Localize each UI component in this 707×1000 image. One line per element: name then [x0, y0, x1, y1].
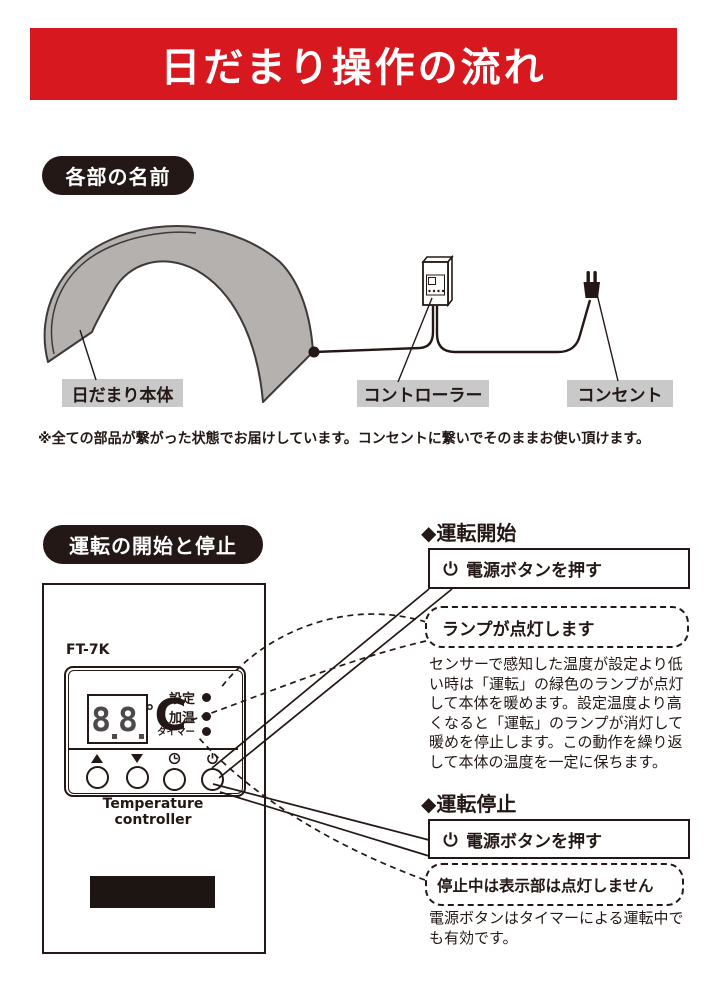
panel-divider [68, 748, 238, 750]
wire-controller-to-plug [435, 299, 592, 354]
label-heater-body: 日だまり本体 [62, 379, 183, 407]
led-label-timer: タイマー [156, 727, 195, 738]
stop-step-box: 電源ボタンを押す [428, 819, 690, 859]
down-button[interactable] [124, 754, 150, 789]
start-step-text: 電源ボタンを押す [466, 561, 602, 581]
wire-body-to-controller [313, 306, 435, 354]
start-lamp-text: ランプが点灯します [442, 619, 595, 640]
power-icon [443, 831, 458, 847]
start-description: センサーで感知した温度が設定より低い時は「運転」の緑色のランプが点灯して本体を暖… [429, 655, 684, 771]
stop-note-text: 停止中は表示部は点灯しません [437, 876, 654, 895]
display-digit-right: 8 [118, 699, 138, 739]
power-icon [206, 752, 218, 765]
heat-led-icon [202, 712, 211, 721]
power-button[interactable] [199, 752, 225, 791]
timer-clock-icon [168, 752, 180, 765]
power-icon [443, 561, 458, 576]
set-led-icon [202, 693, 211, 702]
section-heading-operation-label: 運転の開始と停止 [69, 534, 237, 558]
heater-body-rim-line [50, 231, 197, 355]
section-heading-parts-label: 各部の名前 [65, 165, 171, 189]
stop-description: 電源ボタンはタイマーによる運転中でも有効です。 [429, 909, 684, 947]
up-arrow-icon [91, 754, 103, 763]
temperature-display: 8 8 [87, 694, 148, 744]
down-arrow-icon [131, 754, 143, 763]
controller-sticker [90, 876, 215, 908]
start-heading: ◆運転開始 [421, 521, 517, 545]
controller-panel: 8 8 ° C 設定 加温 タイマー [64, 666, 246, 797]
start-step-box: 電源ボタンを押す [428, 548, 690, 589]
led-label-set: 設定 [168, 692, 195, 707]
heater-body-illustration [43, 225, 314, 403]
pointer-line-outlet [596, 293, 619, 382]
pointer-line-controller [397, 297, 433, 383]
controller-illustration [421, 254, 454, 308]
section-heading-parts: 各部の名前 [42, 156, 194, 195]
page-title: 日だまり操作の流れ [160, 45, 547, 91]
led-row-set: 設定 [169, 688, 211, 707]
section-heading-operation: 運転の開始と停止 [43, 525, 263, 564]
pointer-line-body [79, 329, 97, 381]
display-decimal-right [138, 734, 144, 739]
start-lamp-box: ランプが点灯します [425, 606, 689, 648]
plug-illustration [583, 271, 600, 298]
degree-symbol: ° [145, 701, 155, 723]
timer-button[interactable] [161, 752, 187, 791]
timer-led-icon [202, 726, 211, 736]
display-decimal-left [112, 734, 117, 739]
display-digit-left: 8 [91, 699, 111, 739]
delivery-note: ※全ての部品が繋がった状態でお届けしています。コンセントに繋いでそのままお使い頂… [38, 431, 650, 447]
parts-diagram [43, 225, 619, 403]
up-button[interactable] [84, 754, 110, 789]
led-row-timer: タイマー [157, 724, 211, 738]
controller-caption: Temperature controller [102, 796, 204, 828]
stop-heading: ◆運転停止 [421, 792, 517, 816]
controller-model: FT-7K [66, 642, 110, 658]
stop-note-box: 停止中は表示部は点灯しません [425, 863, 684, 906]
stop-step-text: 電源ボタンを押す [466, 831, 602, 852]
label-outlet: コンセント [567, 380, 673, 407]
label-controller: コントローラー [357, 380, 489, 407]
header-banner: 日だまり操作の流れ [30, 28, 677, 100]
